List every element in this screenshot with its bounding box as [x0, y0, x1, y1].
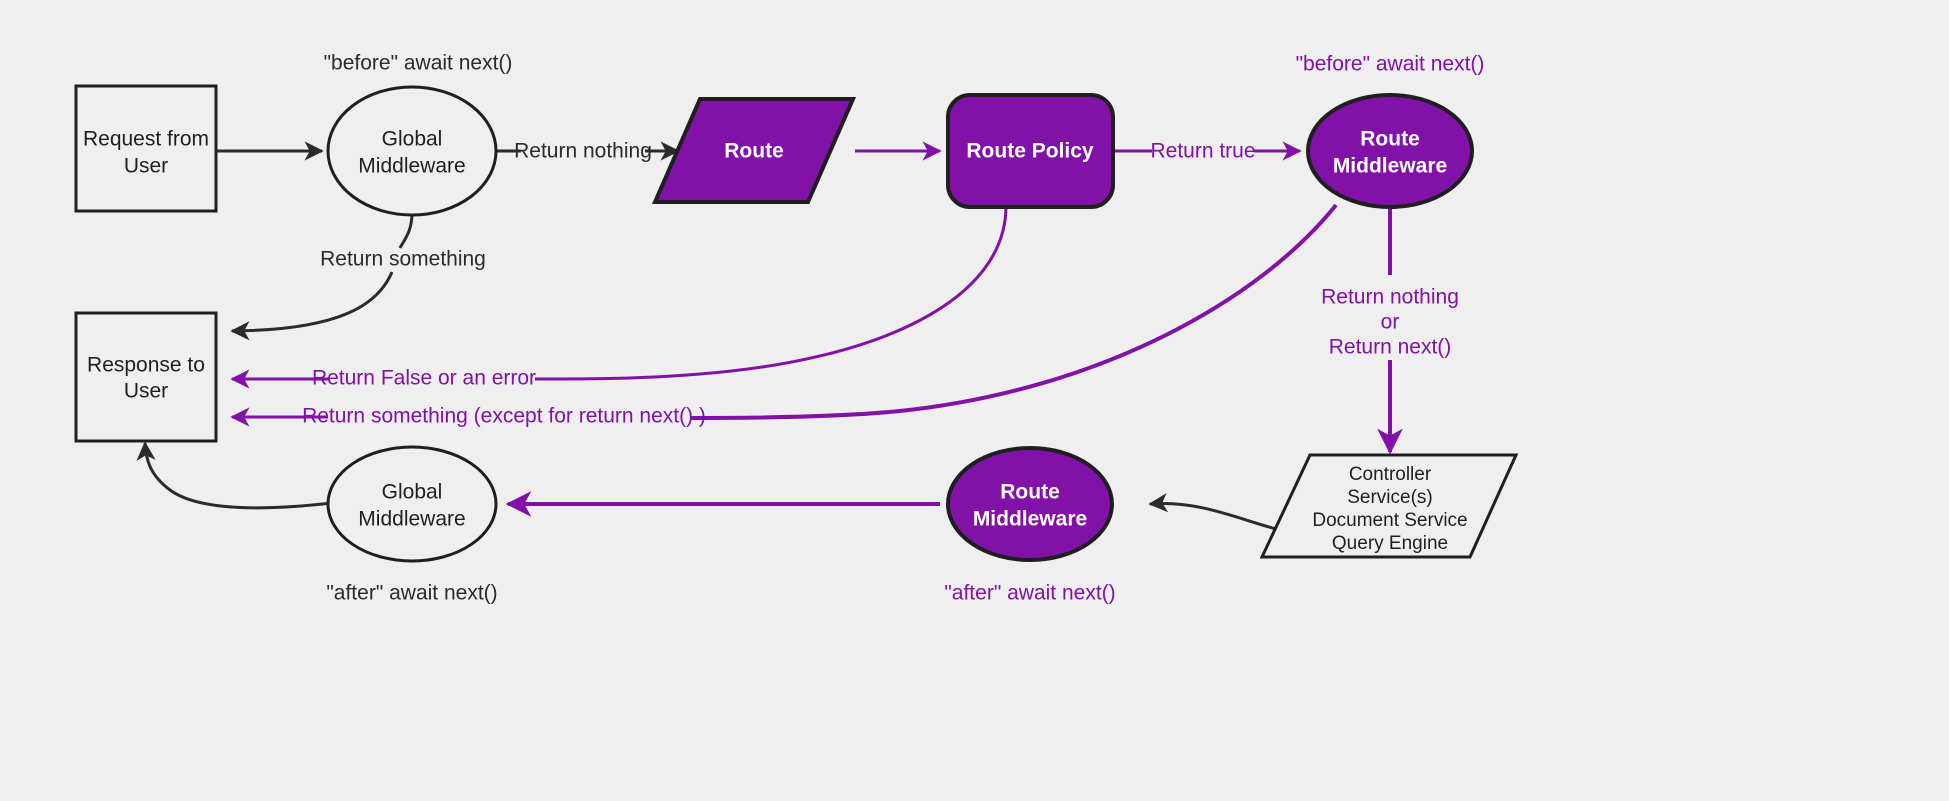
node-global-middleware-before[interactable]: Global Middleware	[326, 85, 498, 217]
global-middleware-before-label-line1: Global	[382, 128, 443, 151]
response-to-user-box	[74, 311, 218, 443]
edge-label-return-nothing-or-line2: or	[1381, 311, 1400, 334]
controller-label-line1: Controller	[1349, 464, 1432, 485]
edge-label-return-something-top: Return something	[320, 248, 486, 271]
controller-label-line3: Document Service	[1312, 510, 1467, 531]
edge-label-return-nothing-or-line3: Return next()	[1329, 336, 1452, 359]
annotation-before-await-next-global: "before" await next()	[324, 52, 513, 75]
route-policy-label: Route Policy	[966, 140, 1094, 163]
edge-global-middleware-after-to-response	[136, 441, 333, 510]
request-from-user-box	[74, 84, 218, 213]
edge-label-return-something-except: Return something (except for return next…	[302, 405, 706, 428]
edge-controller-to-route-middleware-after	[1148, 493, 1281, 532]
edge-label-return-true: Return true	[1150, 140, 1255, 163]
controller-parallelogram	[1259, 453, 1519, 559]
annotation-after-await-next-route: "after" await next()	[944, 582, 1115, 605]
route-middleware-after-label-line2: Middleware	[973, 508, 1087, 531]
response-to-user-label-line1: Response to	[87, 354, 205, 377]
node-route-middleware-after[interactable]: Route Middleware	[946, 446, 1114, 562]
route-middleware-after-label-line1: Route	[1000, 481, 1060, 504]
route-middleware-before-ellipse	[1306, 93, 1474, 209]
edge-global-middleware-to-response-lower	[230, 271, 394, 341]
node-route-middleware-before[interactable]: Route Middleware	[1306, 93, 1474, 209]
node-global-middleware-after[interactable]: Global Middleware	[326, 445, 498, 563]
node-request-from-user[interactable]: Request from User	[74, 84, 218, 213]
node-response-to-user[interactable]: Response to User	[74, 311, 218, 443]
route-parallelogram	[651, 97, 857, 204]
node-route[interactable]: Route	[651, 97, 857, 204]
request-from-user-label-line2: User	[124, 155, 168, 178]
route-middleware-after-ellipse	[946, 446, 1114, 562]
edge-route-middleware-to-response-curve	[689, 203, 1338, 420]
global-middleware-before-label-line2: Middleware	[358, 155, 465, 178]
global-middleware-after-label-line1: Global	[382, 481, 443, 504]
controller-label-line2: Service(s)	[1347, 487, 1433, 508]
response-to-user-label-line2: User	[124, 380, 168, 403]
node-controller-services[interactable]: Controller Service(s) Document Service Q…	[1259, 453, 1519, 559]
node-route-policy[interactable]: Route Policy	[946, 93, 1115, 209]
controller-label-line4: Query Engine	[1332, 533, 1448, 554]
global-middleware-after-ellipse	[326, 445, 498, 563]
edge-route-policy-to-response-curve	[534, 205, 1008, 381]
route-policy-box	[946, 93, 1115, 209]
route-label: Route	[724, 140, 784, 163]
edge-label-return-nothing-or-line1: Return nothing	[1321, 286, 1459, 309]
edge-label-return-nothing: Return nothing	[514, 140, 652, 163]
edge-global-middleware-to-response	[398, 212, 414, 249]
annotation-after-await-next-global: "after" await next()	[326, 582, 497, 605]
request-from-user-label-line1: Request from	[83, 128, 209, 151]
global-middleware-after-label-line2: Middleware	[358, 508, 465, 531]
edge-label-return-false-or-error: Return False or an error	[312, 367, 536, 390]
route-middleware-before-label-line1: Route	[1360, 128, 1420, 151]
route-middleware-before-label-line2: Middleware	[1333, 155, 1447, 178]
global-middleware-before-ellipse	[326, 85, 498, 217]
annotation-before-await-next-route: "before" await next()	[1296, 53, 1485, 76]
